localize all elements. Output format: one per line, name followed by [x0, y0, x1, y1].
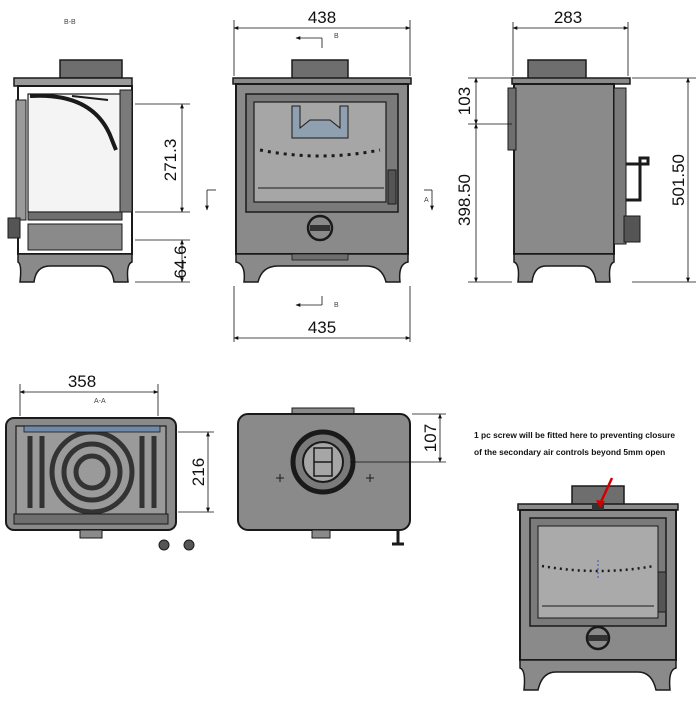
section-mark-b-top: B	[334, 33, 339, 40]
section-aa-view: 358 A-A 216	[5, 372, 214, 551]
dim-base-width: 358	[68, 372, 96, 391]
dim-side-depth: 283	[554, 8, 582, 27]
bb-door	[15, 99, 27, 221]
side-rear-outlet	[507, 87, 517, 151]
aa-ash-handle	[79, 529, 103, 539]
bb-legs	[17, 253, 133, 283]
note-line-2: of the secondary air controls beyond 5mm…	[474, 447, 665, 457]
dim-base-depth: 216	[189, 458, 208, 486]
bb-top-plate	[13, 77, 133, 87]
dim-side-height-inner: 398.50	[455, 174, 474, 226]
section-aa-label: A-A	[94, 398, 106, 405]
aa-front-lip	[13, 513, 169, 525]
side-body	[513, 83, 615, 255]
aa-grate-bars	[27, 436, 157, 508]
front-ash-lip	[291, 253, 349, 261]
note-line-1: 1 pc screw will be fitted here to preven…	[474, 430, 675, 440]
bb-rear-channel	[119, 89, 133, 213]
bb-grate	[27, 211, 123, 221]
front-view: 438 B B 435	[205, 8, 434, 342]
dim-side-flue-height: 103	[455, 87, 474, 115]
detail-door-handle	[657, 571, 667, 613]
detail-front-view	[517, 477, 679, 691]
aa-grate-ring-inner	[73, 453, 111, 491]
detail-red-arrowhead	[596, 500, 605, 508]
section-mark-a-right: A	[424, 197, 429, 204]
side-flue	[527, 59, 587, 81]
bb-baffle-lip	[71, 95, 109, 101]
bb-flue-collar	[59, 59, 123, 79]
side-air-knob	[623, 215, 641, 243]
detail-red-arrow	[598, 477, 614, 505]
side-legs	[513, 253, 615, 283]
aa-foot-left	[158, 539, 170, 551]
top-view: 107	[237, 407, 446, 546]
side-door-handle	[626, 156, 650, 202]
front-air-control-slot	[310, 225, 330, 231]
screw-note: 1 pc screw will be fitted here to preven…	[474, 430, 675, 457]
bb-air-knob	[7, 217, 21, 239]
dim-side-height-total: 501.50	[669, 154, 688, 206]
detail-air-slot	[588, 635, 608, 641]
top-flue-damper	[313, 447, 333, 477]
dim-section-upper: 271.3	[161, 139, 180, 182]
top-ash-handle	[311, 529, 331, 539]
front-door-handle	[387, 169, 397, 205]
front-flue	[291, 59, 349, 81]
side-view: 283 103 398.50 501.50	[455, 8, 696, 283]
dim-section-lower: 64.6	[171, 245, 190, 278]
dim-front-width-top: 438	[308, 8, 336, 27]
aa-rear-bar	[23, 425, 161, 433]
front-legs	[235, 253, 409, 283]
dim-front-width-bottom: 435	[308, 318, 336, 337]
top-fixing-marks	[276, 474, 374, 482]
aa-foot-right	[183, 539, 195, 551]
side-door-edge	[613, 87, 627, 245]
detail-screw	[592, 504, 604, 510]
aa-grate-ring-mid	[61, 441, 123, 503]
bb-baffle	[29, 93, 118, 151]
detail-legs	[519, 659, 677, 691]
dim-top-flue-offset: 107	[421, 424, 440, 452]
section-bb-view: B-B 271.3 64.6	[7, 19, 190, 283]
bb-ashpan	[27, 223, 123, 251]
front-baffle-bracket	[291, 105, 349, 139]
bb-firebox	[27, 93, 123, 213]
section-mark-b-bottom: B	[334, 302, 339, 309]
top-handle-end	[392, 530, 404, 546]
section-bb-label: B-B	[64, 19, 76, 26]
